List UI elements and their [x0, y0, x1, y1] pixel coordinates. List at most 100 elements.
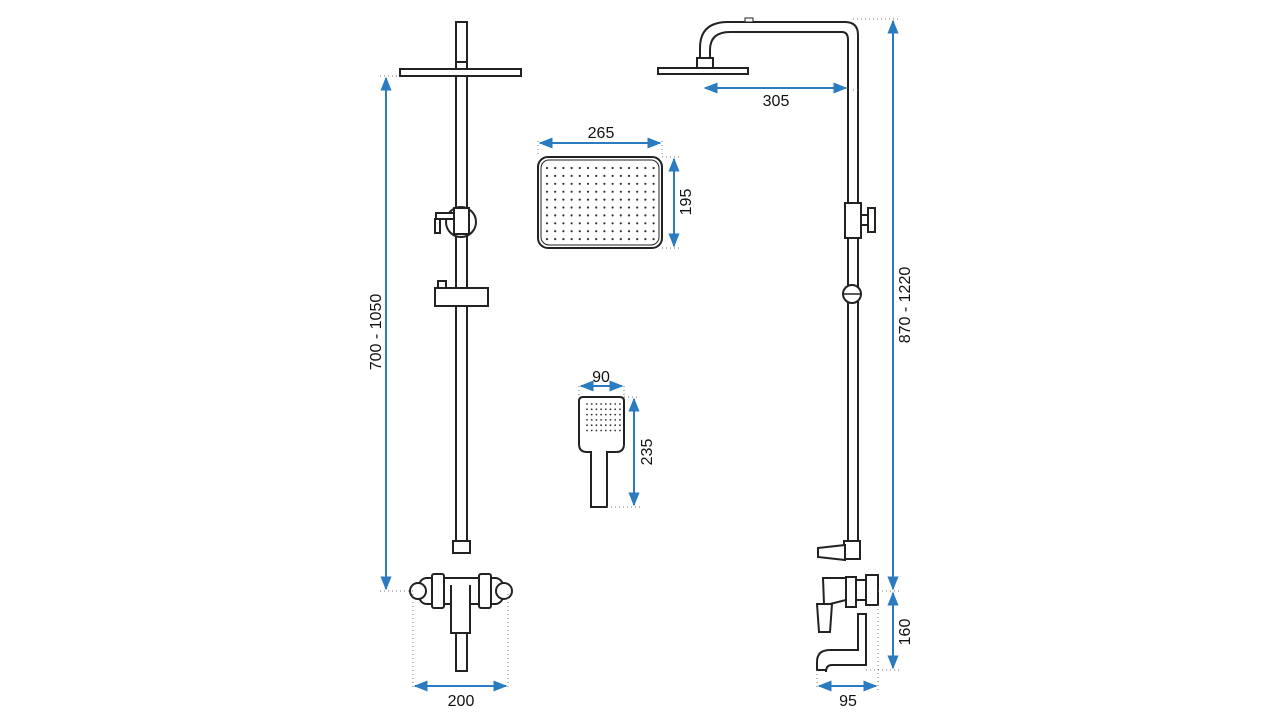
nozzle-dot [590, 403, 593, 405]
nozzle-dot [586, 166, 590, 170]
nozzle-dot [611, 166, 614, 170]
nozzle-dot [644, 222, 647, 225]
front-riser-pipe [455, 75, 468, 542]
nozzle-dot [595, 222, 598, 225]
nozzle-dot [590, 429, 593, 432]
side-wall-flange [865, 574, 879, 606]
nozzle-dot [570, 222, 573, 225]
nozzle-dot [600, 424, 602, 427]
label-spout-depth: 95 [839, 693, 857, 710]
nozzle-dot [644, 238, 647, 241]
nozzle-dot [600, 429, 602, 432]
nozzle-dot [562, 190, 565, 193]
nozzle-dot [627, 214, 631, 217]
nozzle-dot [595, 166, 598, 170]
nozzle-dot [562, 206, 565, 209]
side-arm-inner [709, 31, 849, 560]
nozzle-dot [627, 190, 631, 193]
nozzle-dot [545, 206, 549, 209]
nozzle-dot [609, 429, 612, 432]
side-shower-head [657, 67, 749, 75]
front-view: 200 700 - 1050 [368, 21, 522, 710]
nozzle-dot [619, 408, 621, 411]
nozzle-dot [595, 198, 598, 201]
nozzle-dot [627, 174, 631, 177]
nozzle-dot [636, 222, 639, 225]
nozzle-dot [595, 408, 598, 411]
nozzle-dot [578, 198, 581, 201]
front-head-connector [455, 21, 468, 63]
nozzle-dot [604, 413, 607, 416]
nozzle-dot [611, 230, 614, 233]
nozzle-dot [627, 230, 631, 233]
nozzle-dot [652, 166, 655, 170]
nozzle-dot [586, 174, 590, 177]
nozzle-dot [595, 230, 598, 233]
nozzle-dot [570, 206, 573, 209]
nozzle-dot [627, 222, 631, 225]
nozzle-dot [595, 403, 598, 405]
nozzle-dot [603, 174, 606, 177]
nozzle-dot [614, 408, 617, 411]
nozzle-dot [636, 238, 639, 241]
nozzle-dot [570, 238, 573, 241]
side-arm-outer [699, 21, 859, 560]
nozzle-dot [627, 198, 631, 201]
nozzle-dot [614, 403, 617, 405]
nozzle-dot [586, 182, 590, 185]
nozzle-dot [545, 190, 549, 193]
nozzle-dot [604, 403, 607, 405]
nozzle-dot [545, 182, 549, 185]
nozzle-dot [636, 190, 639, 193]
nozzle-dot [636, 198, 639, 201]
label-arm-reach: 305 [763, 93, 790, 110]
nozzle-dot [562, 182, 565, 185]
nozzle-dot [595, 238, 598, 241]
label-width-front: 200 [448, 693, 475, 710]
nozzle-dot [586, 413, 588, 416]
nozzle-dot [554, 182, 557, 185]
nozzle-dot [578, 166, 581, 170]
nozzle-dot [554, 214, 557, 217]
nozzle-dot [590, 424, 593, 427]
nozzle-dot [562, 222, 565, 225]
nozzle-dot [554, 166, 557, 170]
nozzle-dot [644, 166, 647, 170]
nozzle-dot [545, 238, 549, 241]
nozzle-dot [611, 222, 614, 225]
label-height-front: 700 - 1050 [368, 294, 385, 371]
nozzle-dot [554, 190, 557, 193]
hand-shower-view: 90 235 [578, 369, 656, 508]
nozzle-dot [554, 230, 557, 233]
nozzle-dot [627, 206, 631, 209]
head-nozzle-grid [545, 166, 655, 241]
nozzle-dot [586, 238, 590, 241]
nozzle-dot [619, 222, 622, 225]
nozzle-dot [644, 198, 647, 201]
nozzle-dot [619, 429, 621, 432]
nozzle-dot [619, 424, 621, 427]
nozzle-dot [595, 413, 598, 416]
nozzle-dot [644, 182, 647, 185]
nozzle-dot [586, 222, 590, 225]
nozzle-dot [603, 198, 606, 201]
nozzle-dot [578, 206, 581, 209]
nozzle-dot [611, 198, 614, 201]
nozzle-dot [636, 182, 639, 185]
nozzle-dot [619, 403, 621, 405]
label-hand-length: 235 [639, 439, 656, 466]
nozzle-dot [595, 214, 598, 217]
nozzle-dot [611, 206, 614, 209]
nozzle-dot [603, 230, 606, 233]
nozzle-dot [652, 238, 655, 241]
nozzle-dot [603, 214, 606, 217]
side-view: 305 870 - 1220 160 95 [657, 17, 914, 710]
nozzle-dot [603, 238, 606, 241]
nozzle-dot [603, 166, 606, 170]
nozzle-dot [545, 174, 549, 177]
nozzle-dot [562, 214, 565, 217]
front-shower-head [399, 68, 522, 77]
side-mixer-handle [821, 577, 847, 605]
hand-shower-outline [578, 396, 625, 508]
